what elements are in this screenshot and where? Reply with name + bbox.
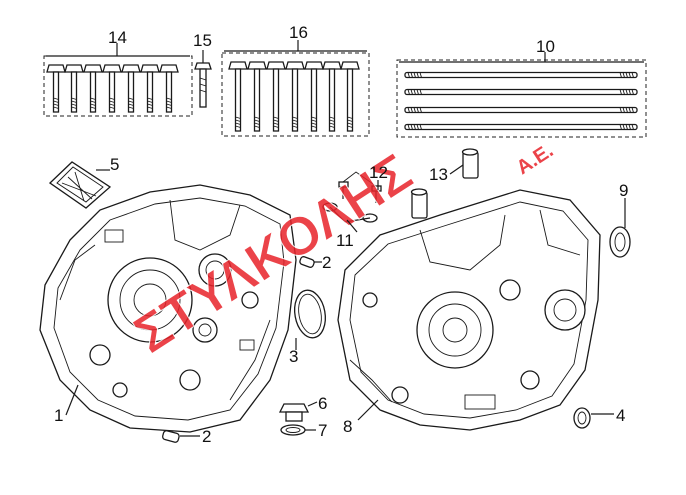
watermark-suffix: A.E. xyxy=(513,140,558,180)
dowel-pin-2-upper xyxy=(299,256,315,268)
stud xyxy=(404,106,638,114)
callout-16: 16 xyxy=(289,23,308,42)
bolt-group-14 xyxy=(43,55,193,117)
bolt xyxy=(102,64,122,113)
callout-12: 12 xyxy=(369,163,388,182)
callout-4: 4 xyxy=(616,406,625,425)
stud xyxy=(404,71,638,79)
leader-lines xyxy=(46,40,644,437)
crankcase-right-half xyxy=(337,189,601,431)
o-ring-3 xyxy=(294,289,326,339)
dowel-pin-2-lower xyxy=(162,430,180,443)
callout-13: 13 xyxy=(429,165,448,184)
bolt xyxy=(64,64,84,113)
gasket-5 xyxy=(48,161,112,209)
crankcase-left-half xyxy=(39,184,297,433)
bracket-10 xyxy=(322,202,378,223)
callout-10: 11 xyxy=(336,231,354,250)
bolt xyxy=(140,64,160,113)
bolt xyxy=(228,61,248,132)
stud xyxy=(404,88,638,96)
bolt xyxy=(340,61,360,132)
callout-1: 1 xyxy=(54,406,63,425)
callout-3: 3 xyxy=(289,347,298,366)
bolt xyxy=(159,64,179,113)
stud-group-11 xyxy=(396,59,647,138)
bolt xyxy=(83,64,103,113)
oil-seal-4 xyxy=(573,407,591,429)
bolt xyxy=(322,61,342,132)
bolt xyxy=(46,64,66,113)
callout-labels: 14 15 16 10 5 12 13 9 11 2 3 6 4 1 8 7 2 xyxy=(54,23,628,446)
oil-seal-9 xyxy=(609,226,631,258)
bolt xyxy=(285,61,305,132)
callout-7: 7 xyxy=(318,421,327,440)
callout-8: 8 xyxy=(343,417,352,436)
callout-14: 14 xyxy=(108,28,127,47)
bolt-15 xyxy=(194,62,212,108)
callout-2-upper: 2 xyxy=(322,253,331,272)
bolt xyxy=(247,61,267,132)
callout-15: 15 xyxy=(193,31,212,50)
stud xyxy=(404,123,638,131)
bolt xyxy=(304,61,324,132)
callout-11: 10 xyxy=(536,37,555,56)
bolt xyxy=(266,61,286,132)
bolt-group-16 xyxy=(221,52,370,137)
bolts-12 xyxy=(338,171,382,203)
washer-7 xyxy=(280,424,306,436)
bolt xyxy=(121,64,141,113)
callout-2-lower: 2 xyxy=(202,427,211,446)
callout-9: 9 xyxy=(619,181,628,200)
dowel-sleeves-13 xyxy=(410,148,479,219)
callout-6: 6 xyxy=(318,394,327,413)
callout-5: 5 xyxy=(110,155,119,174)
drain-bolt-6 xyxy=(278,403,310,422)
